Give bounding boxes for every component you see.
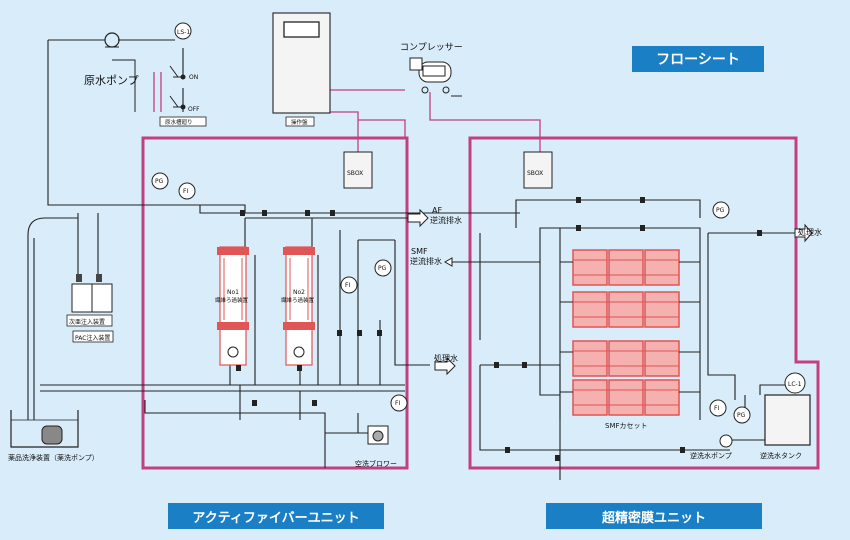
ls1-label: LS-1 <box>177 29 190 36</box>
pg-gauge-2 <box>374 259 392 277</box>
no1-name-label: 繊維ろ過装置 <box>215 296 249 304</box>
sbox-2 <box>523 151 553 189</box>
treated-water-mid-label: 処理水 <box>434 353 458 363</box>
backwash-pump <box>719 434 733 448</box>
smf-backwash-label: 逆流排水 <box>410 256 442 266</box>
air-blower <box>367 425 389 445</box>
pg3-label: PG <box>716 207 725 214</box>
raw-tank-box <box>159 116 207 127</box>
on-label: ON <box>189 74 198 81</box>
valve-symbols <box>236 197 762 461</box>
flow-sheet-title-badge: フローシート <box>632 46 764 72</box>
pg4-label: PG <box>737 412 746 419</box>
no1-label: No1 <box>227 289 239 296</box>
raw-water-pump <box>104 32 136 112</box>
fi-gauge-3 <box>390 394 408 412</box>
fi-gauge-4 <box>709 399 727 417</box>
smf-label: SMF <box>411 247 428 256</box>
backwash-tank <box>764 394 811 446</box>
backwash-pump-label: 逆洗水ポンプ <box>690 451 732 460</box>
chem-wash-label: 薬品洗浄装置（薬洗ポンプ） <box>8 453 99 462</box>
sbox2-label: SBOX <box>527 170 543 177</box>
compressor <box>409 57 462 97</box>
fiber-filter-no1 <box>217 246 249 366</box>
sbox1-label: SBOX <box>347 170 363 177</box>
active-fiber-unit-boundary <box>141 136 409 470</box>
membrane-unit-boundary <box>468 136 820 470</box>
pg2-label: PG <box>378 265 387 272</box>
fiber-filter-no2 <box>283 246 315 366</box>
pipe-network <box>27 39 795 480</box>
active-fiber-unit-label: アクティファイバーユニット <box>168 503 384 529</box>
fi2-label: FI <box>345 282 350 289</box>
cassette-row-1 <box>572 249 680 416</box>
no2-label: No2 <box>293 289 305 296</box>
lc1-label: LC-1 <box>788 381 802 388</box>
air-blower-label: 空洗ブロワー <box>355 459 397 468</box>
sbox-1 <box>343 151 373 189</box>
pg-gauge-3 <box>712 201 730 219</box>
control-panel-label: 操作盤 <box>291 118 308 126</box>
membrane-unit-label: 超精密膜ユニット <box>546 503 762 529</box>
smf-cassette-label: SMFカセット <box>605 422 648 430</box>
pac-dosing-label: PAC注入装置 <box>75 334 110 342</box>
raw-tank-label: 原水槽廻り <box>165 118 193 126</box>
control-panel <box>272 12 331 127</box>
fi1-label: FI <box>183 188 188 195</box>
flow-arrows <box>407 208 813 376</box>
fi-gauge-2 <box>340 276 358 294</box>
lc1-gauge <box>784 372 806 394</box>
pg-gauge-4 <box>733 406 751 424</box>
fi4-label: FI <box>714 405 719 412</box>
backwash-tank-label: 逆洗水タンク <box>760 451 802 460</box>
compressor-label: コンプレッサー <box>400 42 463 53</box>
raw-pump-label: 原水ポンプ <box>84 74 139 87</box>
fi-gauge-1 <box>178 182 196 200</box>
pg-gauge-1 <box>151 172 169 190</box>
fi3-label: FI <box>395 400 400 407</box>
treated-water-out-label: 処理水 <box>798 227 822 237</box>
off-label: OFF <box>188 106 200 113</box>
dosing-units <box>66 274 114 343</box>
no2-name-label: 繊維ろ過装置 <box>281 296 315 304</box>
chemical-wash-tank <box>10 410 79 448</box>
pg1-label: PG <box>155 178 164 185</box>
af-backwash-label: 逆流排水 <box>430 215 462 225</box>
coag-dosing-label: 次亜注入装置 <box>69 318 105 326</box>
af-label: AF <box>432 206 442 215</box>
signal-lines <box>153 72 541 152</box>
level-switch-ls1 <box>169 22 192 110</box>
smf-cassette-group <box>560 249 700 416</box>
